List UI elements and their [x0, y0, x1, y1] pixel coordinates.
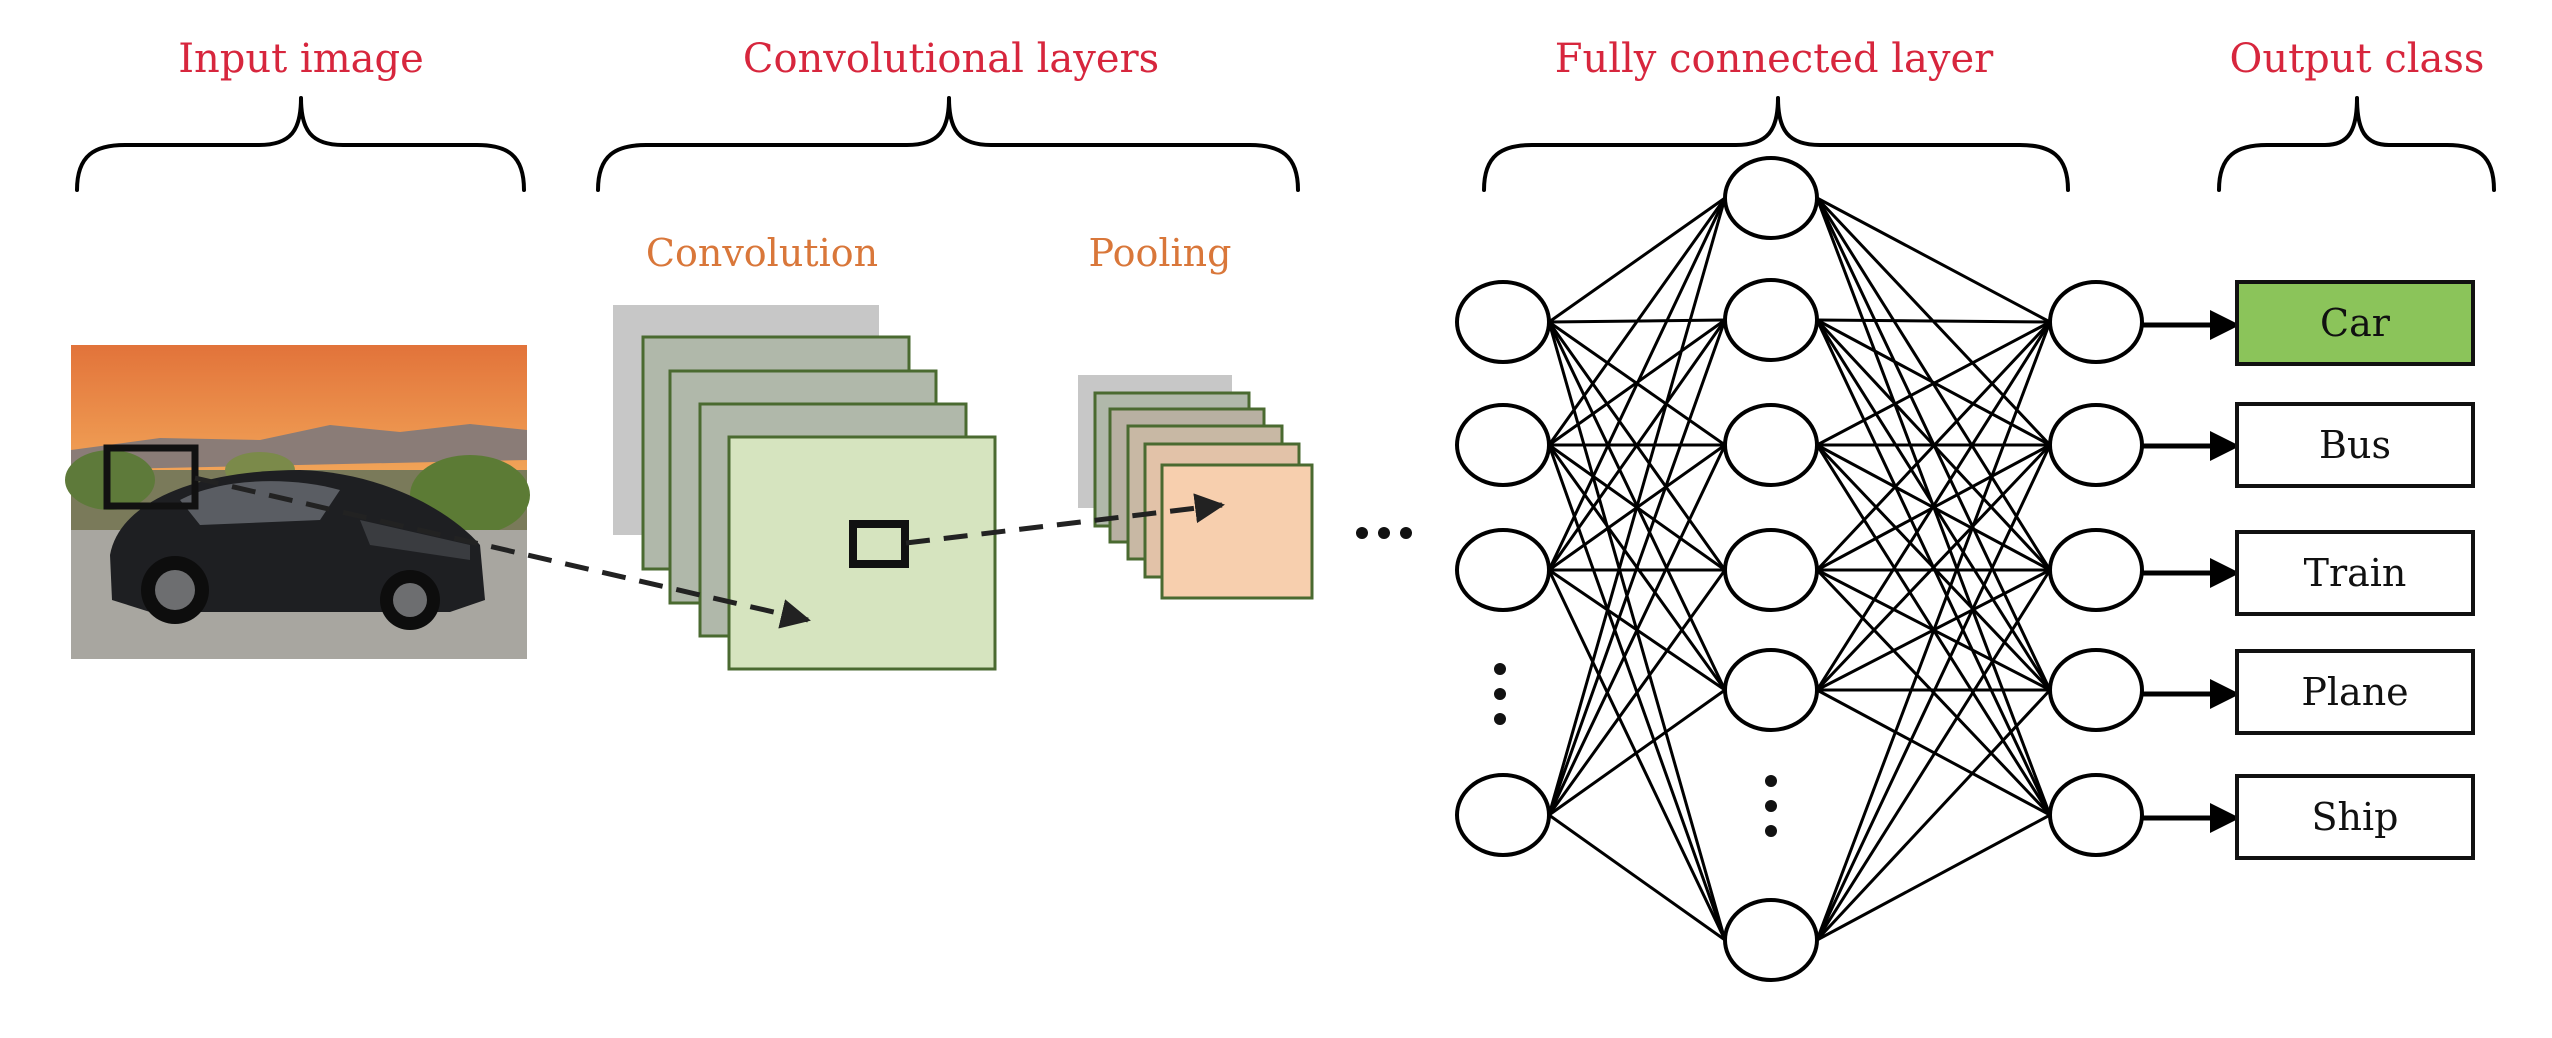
output-neuron [2048, 528, 2144, 612]
edge-hidden-output [1816, 318, 2051, 324]
header-convolutional-layers: Convolutional layers [743, 36, 1159, 82]
output-neuron [2048, 648, 2144, 732]
edge-input-hidden [1547, 569, 1727, 816]
edge-hidden-output [1815, 688, 2052, 942]
label-convolution: Convolution [646, 231, 878, 275]
output-box-plane [2235, 649, 2475, 735]
edge-input-hidden [1548, 688, 1726, 817]
edge-input-hidden [1548, 196, 1726, 324]
brace-input-image [75, 96, 526, 192]
edge-input-hidden [1547, 444, 1727, 816]
edge-input-hidden [1547, 569, 1727, 941]
edge-input-hidden [1547, 197, 1727, 446]
hidden-neuron [1723, 648, 1819, 732]
hidden-neuron [1723, 898, 1819, 982]
brace-fully-connected-layer [1482, 96, 2070, 192]
output-box-ship [2235, 774, 2475, 860]
input-layer-ellipsis [1494, 663, 1506, 725]
edge-hidden-output [1815, 320, 2052, 572]
label-pooling: Pooling [1089, 231, 1232, 275]
hidden-layer-ellipsis [1765, 775, 1777, 837]
output-label-bus: Bus [2319, 423, 2391, 467]
pooling-feature-maps [1078, 375, 1314, 600]
output-neuron [2048, 403, 2144, 487]
fully-connected-edges [1547, 196, 2052, 942]
edge-input-hidden [1547, 319, 1727, 571]
edge-input-hidden [1547, 197, 1727, 571]
output-neuron [2048, 280, 2144, 364]
hidden-neuron [1723, 156, 1819, 240]
header-input-image: Input image [178, 36, 424, 82]
edge-hidden-output [1815, 444, 2052, 941]
input-neuron [1455, 280, 1551, 364]
edge-hidden-output [1815, 443, 2052, 692]
input-neuron [1455, 773, 1551, 857]
output-label-train: Train [2304, 551, 2407, 595]
output-box-car [2235, 280, 2475, 366]
dashed-arrow-convolution-to-pooling [905, 493, 1225, 546]
edge-hidden-output [1816, 320, 2051, 447]
edge-input-hidden [1548, 813, 1726, 942]
output-arrows [2142, 310, 2240, 833]
output-neuron [2048, 773, 2144, 857]
header-fully-connected-layer: Fully connected layer [1555, 36, 1994, 82]
brace-convolutional-layers [596, 96, 1300, 192]
input-car-image [65, 345, 530, 659]
edge-hidden-output [1816, 196, 2051, 324]
output-label-car: Car [2320, 301, 2391, 345]
hidden-neuron [1723, 278, 1819, 362]
dashed-arrow-input-to-convolution [194, 475, 811, 629]
brace-output-class [2217, 96, 2496, 192]
output-box-train [2235, 530, 2475, 616]
edge-input-hidden [1547, 319, 1727, 816]
input-neuron [1455, 403, 1551, 487]
edge-input-hidden [1547, 197, 1727, 816]
fully-connected-nodes [1455, 156, 2144, 982]
edge-hidden-output [1815, 569, 2052, 941]
hidden-neuron [1723, 403, 1819, 487]
edge-hidden-output [1815, 321, 2052, 691]
convolution-feature-maps [613, 305, 997, 671]
header-output-class: Output class [2230, 36, 2485, 82]
edge-hidden-output [1815, 321, 2052, 941]
output-box-bus [2235, 402, 2475, 488]
output-label-plane: Plane [2301, 670, 2408, 714]
edge-hidden-output [1816, 813, 2051, 942]
input-neuron [1455, 528, 1551, 612]
hidden-neuron [1723, 528, 1819, 612]
continuation-dots [1356, 527, 1412, 539]
output-label-ship: Ship [2312, 795, 2399, 839]
